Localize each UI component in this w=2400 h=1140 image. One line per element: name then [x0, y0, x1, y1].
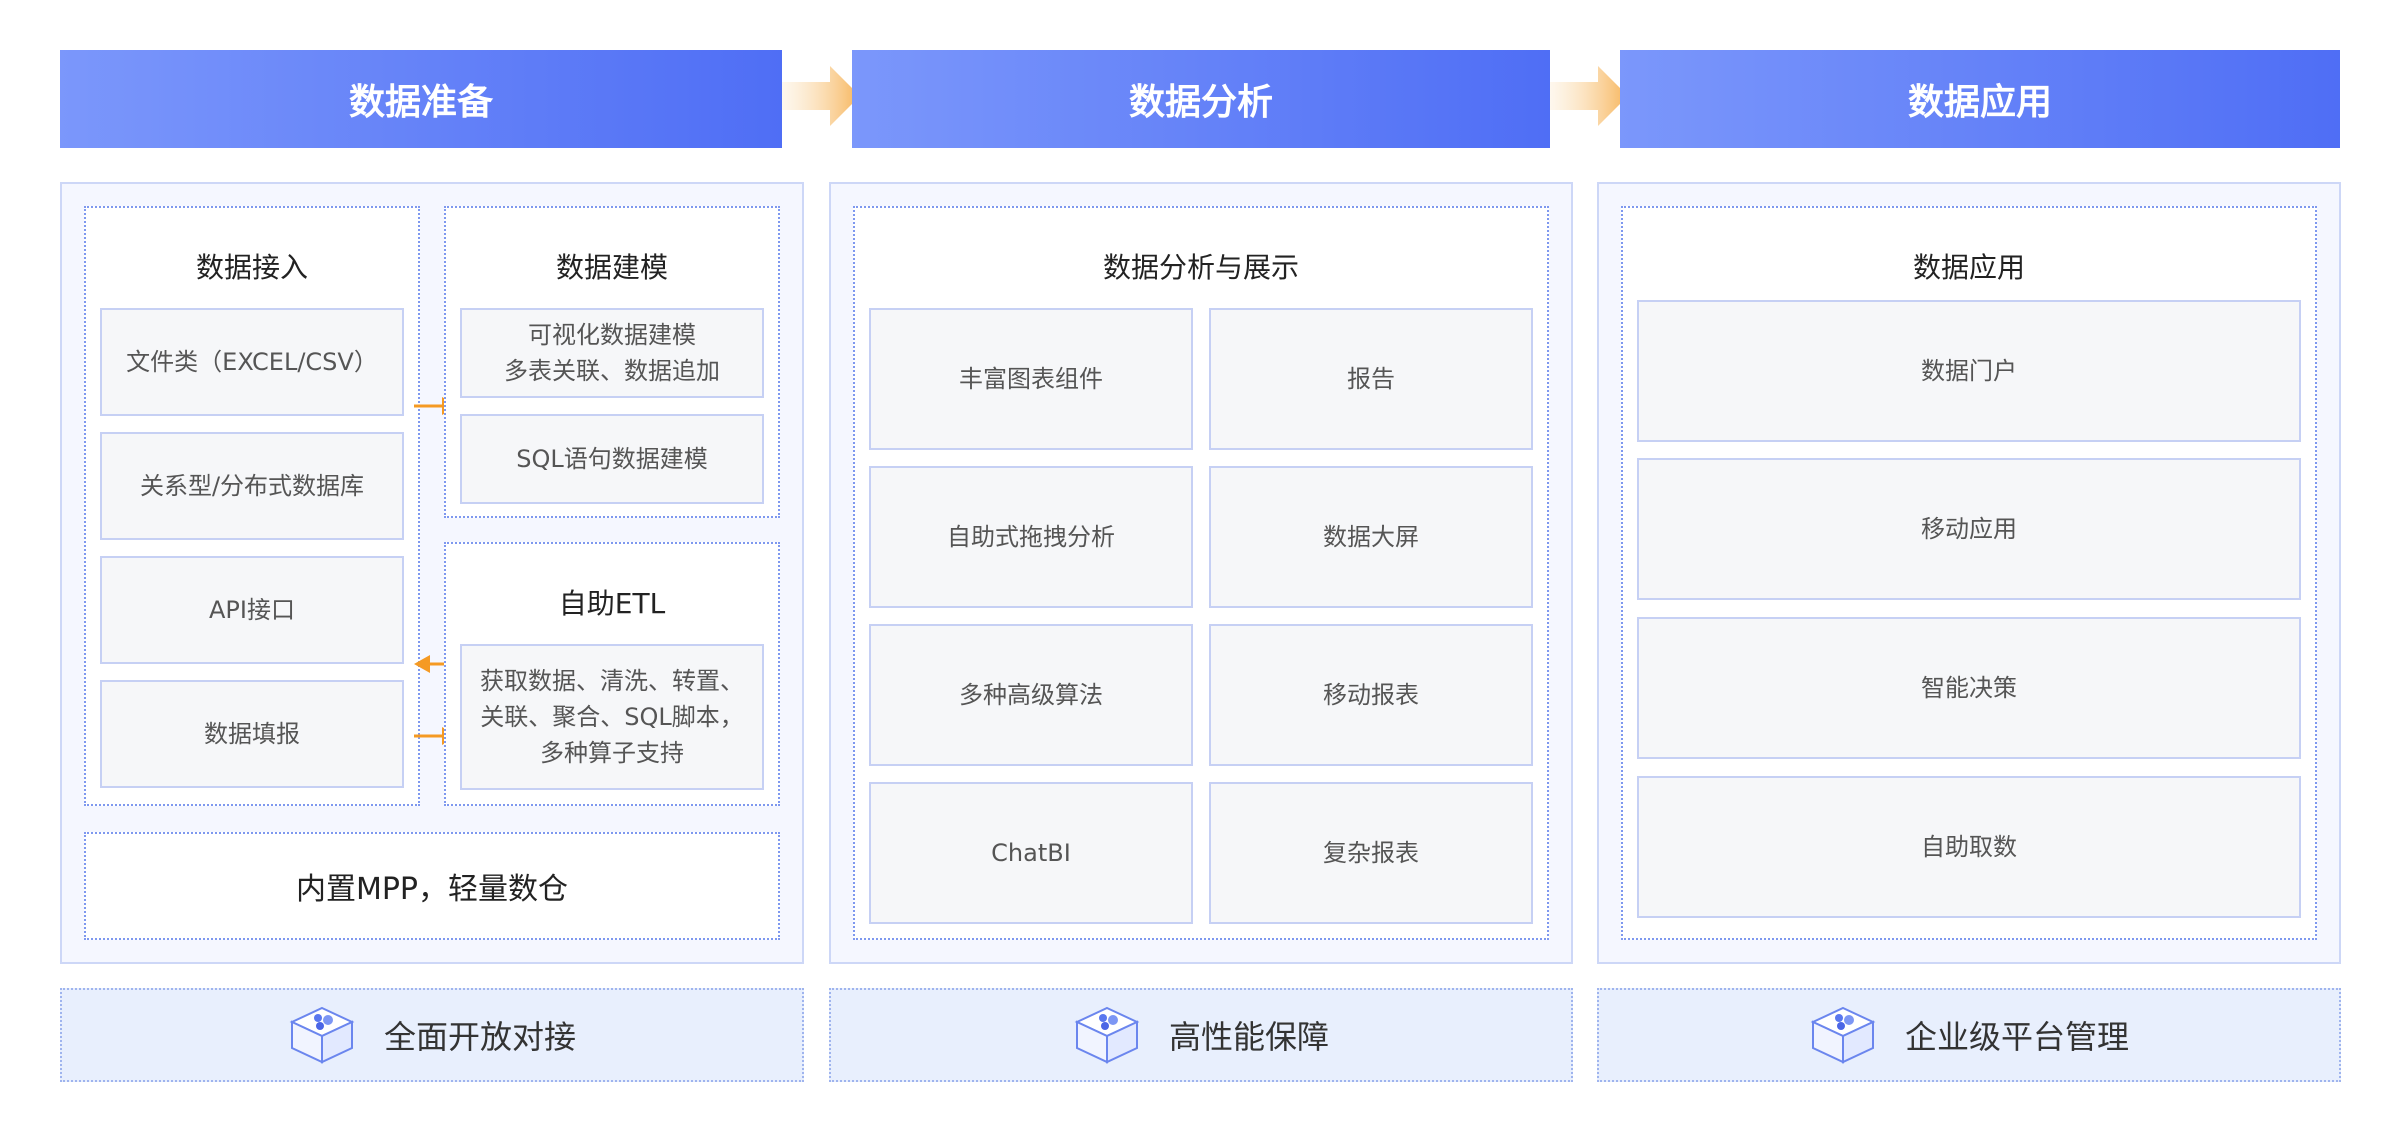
card-ingest-api: API接口	[100, 556, 404, 664]
card-ingest-database: 关系型/分布式数据库	[100, 432, 404, 540]
card-modeling-sql: SQL语句数据建模	[460, 414, 764, 504]
card-label: ChatBI	[991, 839, 1071, 867]
cube-icon	[289, 1006, 355, 1064]
card-analysis-dragdrop: 自助式拖拽分析	[869, 466, 1193, 608]
card-analysis-chatbi: ChatBI	[869, 782, 1193, 924]
card-label: 数据填报	[204, 720, 300, 748]
footer-label: 企业级平台管理	[1904, 1018, 2129, 1056]
group-title-ingest: 数据接入	[195, 251, 308, 284]
group-etl: 自助ETL 获取数据、清洗、转置、 关联、聚合、SQL脚本， 多种算子支持	[444, 542, 780, 806]
card-analysis-algorithms: 多种高级算法	[869, 624, 1193, 766]
stage-header-prepare: 数据准备	[60, 50, 782, 148]
group-analysis: 数据分析与展示 丰富图表组件 报告 自助式拖拽分析 数据大屏 多种高级算法 移动…	[853, 206, 1549, 940]
card-label-line: 关联、聚合、SQL脚本，	[480, 703, 744, 731]
card-label: 文件类（EXCEL/CSV）	[126, 348, 378, 376]
card-label: 丰富图表组件	[959, 365, 1103, 393]
group-application: 数据应用 数据门户 移动应用 智能决策 自助取数	[1621, 206, 2317, 940]
card-analysis-report: 报告	[1209, 308, 1533, 450]
stage-header-analyze: 数据分析	[852, 50, 1550, 148]
card-label: 移动应用	[1921, 515, 2017, 543]
card-label: 关系型/分布式数据库	[139, 472, 365, 500]
card-label-line: 多表关联、数据追加	[504, 357, 720, 385]
group-title-modeling: 数据建模	[555, 251, 668, 284]
card-application-portal: 数据门户	[1637, 300, 2301, 442]
card-label: 自助式拖拽分析	[947, 523, 1115, 551]
flow-arrow-icon	[1550, 66, 1628, 126]
panel-prepare: 数据接入 文件类（EXCEL/CSV） 关系型/分布式数据库 API接口 数据填…	[60, 182, 804, 964]
group-title-application: 数据应用	[1912, 251, 2025, 284]
card-application-mobile: 移动应用	[1637, 458, 2301, 600]
group-title-etl: 自助ETL	[558, 587, 666, 620]
cube-icon	[1074, 1006, 1140, 1064]
card-analysis-bigscreen: 数据大屏	[1209, 466, 1533, 608]
footer-enterprise-management: 企业级平台管理	[1597, 988, 2341, 1082]
stage-title: 数据准备	[348, 82, 493, 123]
stage-title: 数据分析	[1128, 82, 1273, 123]
card-label: 智能决策	[1921, 674, 2017, 702]
card-label: 移动报表	[1323, 681, 1419, 709]
card-ingest-fill: 数据填报	[100, 680, 404, 788]
card-label: 数据大屏	[1323, 523, 1419, 551]
card-label: SQL语句数据建模	[516, 445, 708, 473]
group-ingest: 数据接入 文件类（EXCEL/CSV） 关系型/分布式数据库 API接口 数据填…	[84, 206, 420, 806]
card-analysis-complex-report: 复杂报表	[1209, 782, 1533, 924]
group-warehouse: 内置MPP，轻量数仓	[84, 832, 780, 940]
panel-application: 数据应用 数据门户 移动应用 智能决策 自助取数	[1597, 182, 2341, 964]
footer-performance: 高性能保障	[829, 988, 1573, 1082]
card-analysis-charts: 丰富图表组件	[869, 308, 1193, 450]
cube-icon	[1810, 1006, 1876, 1064]
card-application-decision: 智能决策	[1637, 617, 2301, 759]
card-application-selfservice: 自助取数	[1637, 776, 2301, 918]
card-label: 报告	[1347, 365, 1395, 393]
flow-arrow-icon	[782, 66, 860, 126]
footer-label: 高性能保障	[1168, 1018, 1329, 1056]
footer-open-integration: 全面开放对接	[60, 988, 804, 1082]
card-label: 复杂报表	[1323, 839, 1419, 867]
group-modeling: 数据建模 可视化数据建模 多表关联、数据追加 SQL语句数据建模	[444, 206, 780, 518]
card-label: 自助取数	[1921, 833, 2017, 861]
stage-title: 数据应用	[1907, 82, 2052, 123]
stage-header-apply: 数据应用	[1620, 50, 2340, 148]
card-label-line: 多种算子支持	[540, 739, 684, 767]
card-modeling-visual: 可视化数据建模 多表关联、数据追加	[460, 308, 764, 398]
card-label-line: 获取数据、清洗、转置、	[480, 667, 744, 695]
card-etl-features: 获取数据、清洗、转置、 关联、聚合、SQL脚本， 多种算子支持	[460, 644, 764, 790]
panel-analysis: 数据分析与展示 丰富图表组件 报告 自助式拖拽分析 数据大屏 多种高级算法 移动…	[829, 182, 1573, 964]
card-label: API接口	[209, 596, 295, 624]
group-title-analysis: 数据分析与展示	[1102, 251, 1299, 284]
footer-label: 全面开放对接	[383, 1018, 576, 1056]
card-label: 数据门户	[1921, 357, 2017, 385]
card-label: 多种高级算法	[959, 681, 1103, 709]
card-label-line: 可视化数据建模	[528, 321, 696, 349]
card-ingest-file: 文件类（EXCEL/CSV）	[100, 308, 404, 416]
card-analysis-mobile-report: 移动报表	[1209, 624, 1533, 766]
warehouse-label: 内置MPP，轻量数仓	[295, 872, 569, 907]
